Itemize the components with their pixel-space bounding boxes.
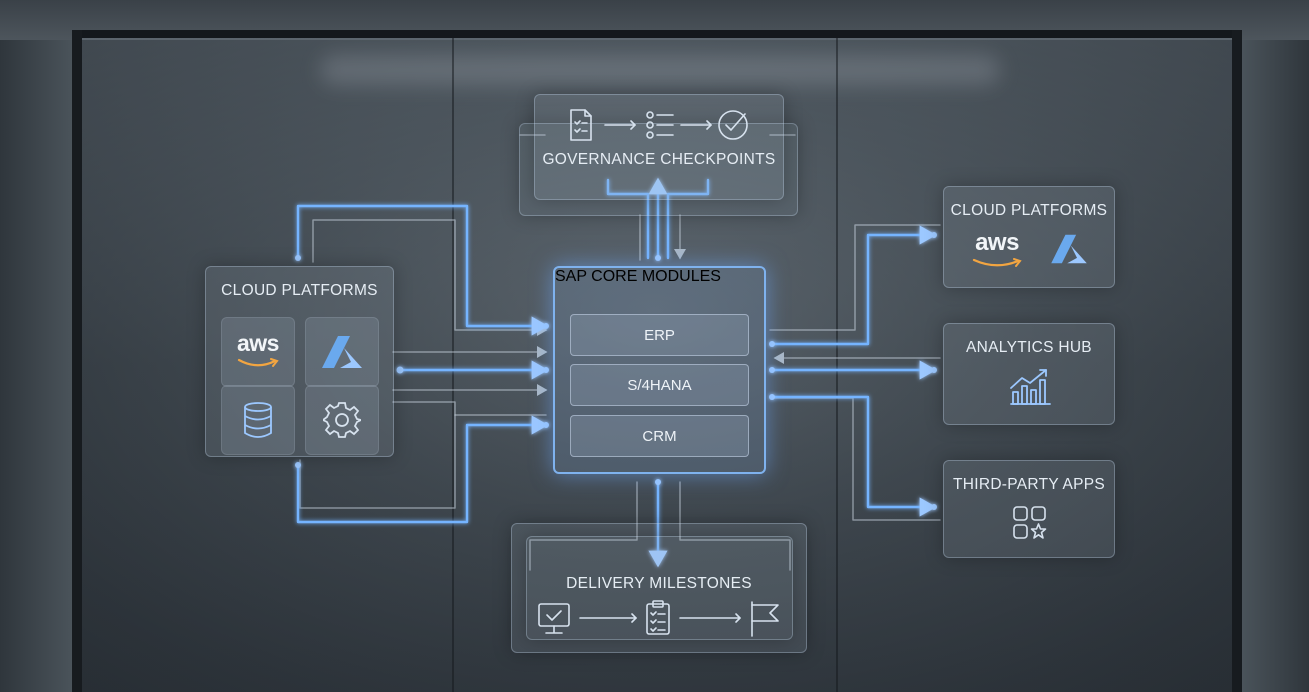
check-circle-icon — [718, 110, 748, 140]
arrow-icon — [706, 120, 712, 130]
junction-dot — [543, 422, 549, 428]
aws-smile-icon — [972, 258, 1022, 267]
azure-logo-icon — [1051, 234, 1087, 264]
flag-icon — [751, 601, 779, 637]
aws-logo: aws — [970, 231, 1024, 273]
azure-tile — [305, 317, 379, 387]
junction-dot — [543, 367, 549, 373]
database-icon — [244, 402, 272, 438]
left-cloud-platforms-panel: CLOUD PLATFORMS aws — [205, 266, 394, 457]
arrow-icon — [630, 120, 636, 130]
junction-dot — [931, 504, 937, 510]
junction-dot — [543, 323, 549, 329]
arrow-icon — [631, 613, 637, 623]
delivery-title: DELIVERY MILESTONES — [566, 575, 752, 592]
connector-line — [296, 204, 549, 336]
third-party-title: THIRD-PARTY APPS — [952, 476, 1106, 493]
left-cloud-title: CLOUD PLATFORMS — [221, 282, 378, 299]
right-cloud-platforms-panel: CLOUD PLATFORMS aws — [943, 186, 1115, 288]
junction-dot — [931, 232, 937, 238]
analytics-title: ANALYTICS HUB — [966, 339, 1092, 356]
office-background-right — [1242, 40, 1309, 692]
arrow-icon — [735, 613, 741, 623]
connector-line — [769, 397, 941, 521]
junction-dot — [655, 255, 661, 261]
list-icon — [646, 111, 674, 139]
connector-line — [666, 178, 710, 260]
junction-dot — [931, 367, 937, 373]
connector-line — [299, 401, 456, 509]
governance-title: GOVERNANCE CHECKPOINTS — [542, 151, 776, 168]
glass-frame-left — [72, 30, 82, 692]
aws-tile: aws — [221, 317, 295, 387]
connector-line — [312, 219, 548, 336]
ceiling-light-reflection — [320, 55, 1000, 85]
junction-dot — [295, 255, 301, 261]
aws-logo: aws — [235, 329, 281, 373]
junction-dot — [655, 479, 661, 485]
module-erp: ERP — [570, 314, 749, 356]
governance-panel-back — [519, 123, 798, 216]
governance-checkpoints-panel: GOVERNANCE CHECKPOINTS — [534, 94, 784, 200]
apps-grid-star-icon — [1013, 506, 1047, 539]
aws-smile-icon — [237, 357, 279, 367]
azure-logo-icon — [322, 336, 362, 368]
junction-dot — [769, 394, 775, 400]
connector-line — [679, 481, 791, 571]
connector-line — [529, 481, 638, 571]
document-checklist-icon — [570, 109, 592, 141]
monitor-check-icon — [538, 603, 570, 634]
glass-seam — [836, 38, 838, 692]
gear-icon — [323, 402, 361, 438]
glass-frame-right — [1232, 30, 1242, 692]
right-cloud-title: CLOUD PLATFORMS — [950, 202, 1108, 219]
junction-dot — [769, 367, 775, 373]
aws-label: aws — [975, 229, 1019, 256]
clipboard-checklist-icon — [646, 600, 670, 635]
sap-core-modules-panel: SAP CORE MODULES ERP S/4HANA CRM — [553, 266, 766, 474]
connector-line — [296, 415, 549, 524]
bar-chart-trend-icon — [1010, 369, 1051, 405]
aws-label: aws — [237, 329, 279, 356]
module-crm: CRM — [570, 415, 749, 457]
glass-seam — [452, 38, 454, 692]
database-tile — [221, 385, 295, 455]
analytics-hub-panel: ANALYTICS HUB — [943, 323, 1115, 425]
core-title: SAP CORE MODULES — [555, 268, 721, 285]
junction-dot — [769, 341, 775, 347]
junction-dot — [396, 366, 404, 374]
third-party-apps-panel: THIRD-PARTY APPS — [943, 460, 1115, 558]
settings-tile — [305, 385, 379, 455]
connector-line — [606, 178, 650, 260]
connector-line — [769, 224, 941, 331]
connector-line — [770, 395, 937, 517]
connector-line — [770, 225, 937, 346]
delivery-milestones-panel: DELIVERY MILESTONES — [511, 523, 807, 653]
office-background-left — [0, 40, 72, 692]
module-s4hana: S/4HANA — [570, 364, 749, 406]
glass-frame-top — [75, 30, 1240, 38]
junction-dot — [295, 462, 301, 468]
